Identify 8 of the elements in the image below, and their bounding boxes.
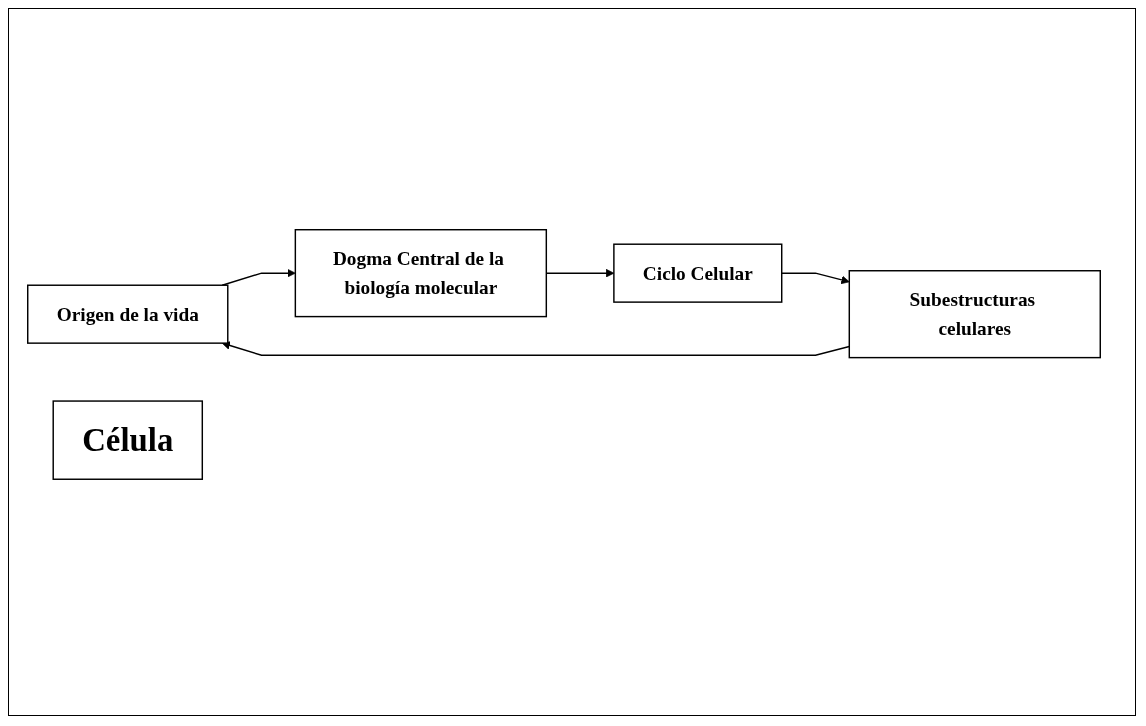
node-box: Ciclo Celular: [613, 243, 783, 303]
node-box: Célula: [52, 399, 204, 480]
node-box: Subestructuras celulares: [848, 269, 1101, 358]
node-box: Dogma Central de la biología molecular: [294, 228, 548, 317]
arrow: [221, 340, 850, 356]
arrow: [781, 271, 850, 284]
node-box: Origen de la vida: [27, 284, 229, 344]
arrow: [221, 268, 296, 286]
